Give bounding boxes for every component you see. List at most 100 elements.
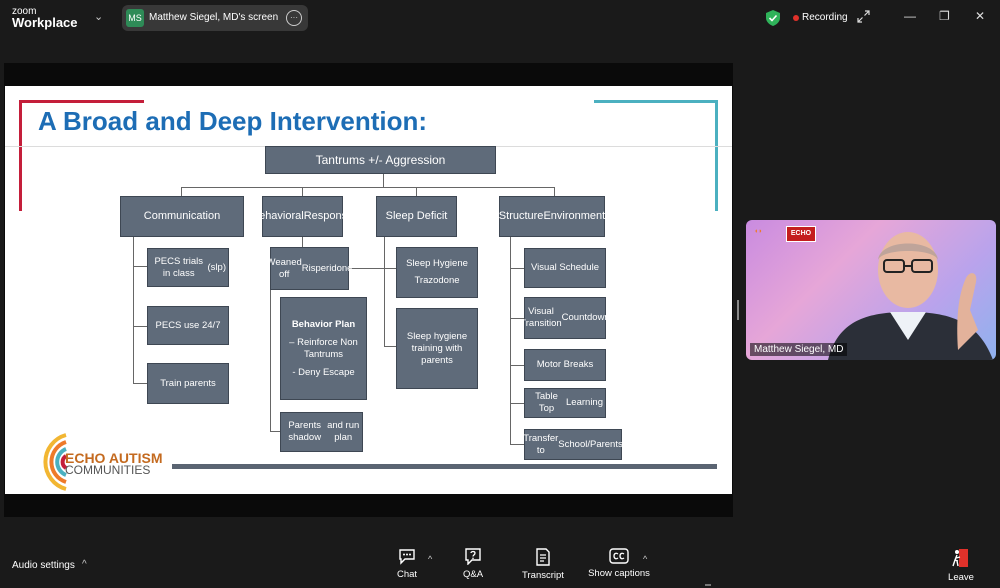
structure-item: Transfer to School/Parents: [523, 429, 623, 460]
connector-line: [270, 431, 280, 432]
item-line: Learning: [566, 397, 603, 408]
share-title: Matthew Siegel, MD's screen: [149, 12, 279, 23]
qa-button[interactable]: Q&A: [443, 548, 503, 580]
item-line: - Deny Escape: [292, 366, 355, 378]
logo-line2: Workplace: [12, 15, 78, 30]
chat-button[interactable]: Chat: [377, 548, 437, 580]
echo-mini-logo-icon: ◖◗: [754, 228, 763, 235]
item-line: Visual Transition: [520, 306, 562, 329]
accent-bar: [594, 100, 718, 103]
caret-up-icon[interactable]: ^: [428, 554, 433, 564]
recording-label[interactable]: Recording: [802, 12, 848, 23]
communication-header: Communication: [120, 196, 244, 237]
logo-text: COMMUNITIES: [65, 463, 151, 477]
qa-label: Q&A: [462, 569, 484, 580]
divider: [705, 584, 711, 586]
presentation-slide: A Broad and Deep Intervention: Tantrums …: [5, 86, 732, 494]
item-line: Sleep hygiene: [406, 330, 468, 342]
connector-line: [554, 187, 555, 197]
connector-line: [384, 346, 396, 347]
more-options-icon[interactable]: ···: [286, 10, 302, 26]
sharer-avatar: MS: [126, 9, 144, 27]
transcript-button[interactable]: Transcript: [513, 548, 573, 581]
behavior-plan-title: Behavior Plan: [291, 318, 356, 330]
item-line: (slp): [207, 261, 226, 273]
logo-text: ECHO AUTISM: [65, 450, 163, 466]
connector-line: [133, 266, 147, 267]
accent-bar: [19, 100, 144, 103]
caret-up-icon[interactable]: ^: [643, 554, 648, 564]
header-line: Behavioral: [251, 210, 304, 222]
sleep-item: Sleep Hygiene Trazodone: [396, 247, 478, 298]
item-line: PECS trials in class: [154, 255, 204, 279]
show-captions-button[interactable]: Show captions: [588, 548, 650, 579]
caret-up-icon[interactable]: ^: [82, 559, 87, 570]
communication-item: Train parents: [147, 363, 229, 404]
logo-line1: zoom: [12, 6, 37, 17]
transcript-icon: [536, 548, 550, 566]
item-line: – Reinforce Non: [289, 336, 358, 348]
item-line: School/Parents: [558, 438, 623, 450]
connector-line: [133, 237, 134, 383]
speaker-figure: [828, 232, 993, 360]
header-line: Structure: [498, 210, 544, 222]
echo-badge: ECHO: [786, 226, 816, 242]
connector-line: [510, 365, 524, 366]
connector-line: [384, 237, 385, 347]
close-button[interactable]: ✕: [975, 9, 986, 23]
accent-bar: [715, 100, 718, 211]
captions-label: Show captions: [588, 568, 650, 579]
item-line: and run plan: [327, 420, 360, 443]
leave-door-icon: [952, 549, 968, 567]
connector-line: [384, 268, 396, 269]
behavior-plan-box: Behavior Plan – Reinforce Non Tantrums -…: [280, 297, 367, 400]
item-line: Transfer to: [523, 432, 559, 456]
sleep-deficit-header: Sleep Deficit: [376, 196, 457, 237]
connector-line: [181, 187, 555, 188]
slide-title: A Broad and Deep Intervention:: [38, 106, 428, 136]
chat-label: Chat: [396, 569, 418, 580]
resize-handle[interactable]: [737, 300, 739, 320]
leave-button[interactable]: Leave: [931, 548, 991, 583]
structure-item: Table Top Learning: [524, 388, 606, 418]
header-line: Response: [303, 210, 354, 222]
accent-bar: [19, 100, 22, 211]
question-icon: [465, 548, 481, 565]
audio-settings-button[interactable]: Audio settings: [12, 560, 75, 571]
minimize-button[interactable]: —: [904, 9, 916, 23]
connector-line: [270, 290, 271, 431]
communication-item: PECS use 24/7: [147, 306, 229, 345]
item-line: Trazodone: [414, 275, 460, 286]
behavioral-item: Parents shadow and run plan: [280, 412, 363, 452]
participant-video[interactable]: ◖◗ ECHO Matthew Siegel, MD: [746, 220, 996, 360]
connector-line: [302, 187, 303, 197]
structure-item: Visual Transition Countdown: [520, 297, 610, 339]
leave-label: Leave: [948, 572, 974, 583]
top-bar: zoom Workplace ⌄ MS Matthew Siegel, MD's…: [0, 0, 1000, 36]
structure-item: Visual Schedule: [524, 248, 606, 288]
fullscreen-icon[interactable]: [857, 10, 870, 23]
screen-share-indicator[interactable]: MS Matthew Siegel, MD's screen ···: [122, 5, 308, 31]
item-line: Tantrums: [303, 348, 344, 360]
connector-line: [181, 187, 182, 197]
connector-line: [510, 444, 524, 445]
connector-line: [133, 383, 147, 384]
item-line: Table Top: [535, 391, 558, 414]
structure-environment-header: Structure Environment: [499, 196, 605, 237]
closed-captions-icon: [609, 548, 629, 564]
connector-line: [510, 318, 524, 319]
connector-line: [510, 403, 524, 404]
zoom-workplace-logo[interactable]: zoom Workplace: [12, 6, 78, 30]
chevron-down-icon[interactable]: ⌄: [94, 11, 104, 23]
connector-line: [416, 187, 417, 197]
connector-line: [133, 326, 147, 327]
header-line: Environment: [543, 210, 606, 222]
item-line: Risperidone: [301, 262, 353, 274]
connector-line: [510, 268, 524, 269]
recording-dot-icon: [793, 15, 799, 21]
communication-item: PECS trials in class (slp): [147, 248, 229, 287]
security-shield-icon[interactable]: [766, 10, 780, 26]
restore-button[interactable]: ❐: [939, 9, 950, 23]
item-line: training with: [411, 342, 463, 354]
item-line: Countdown: [561, 312, 610, 323]
